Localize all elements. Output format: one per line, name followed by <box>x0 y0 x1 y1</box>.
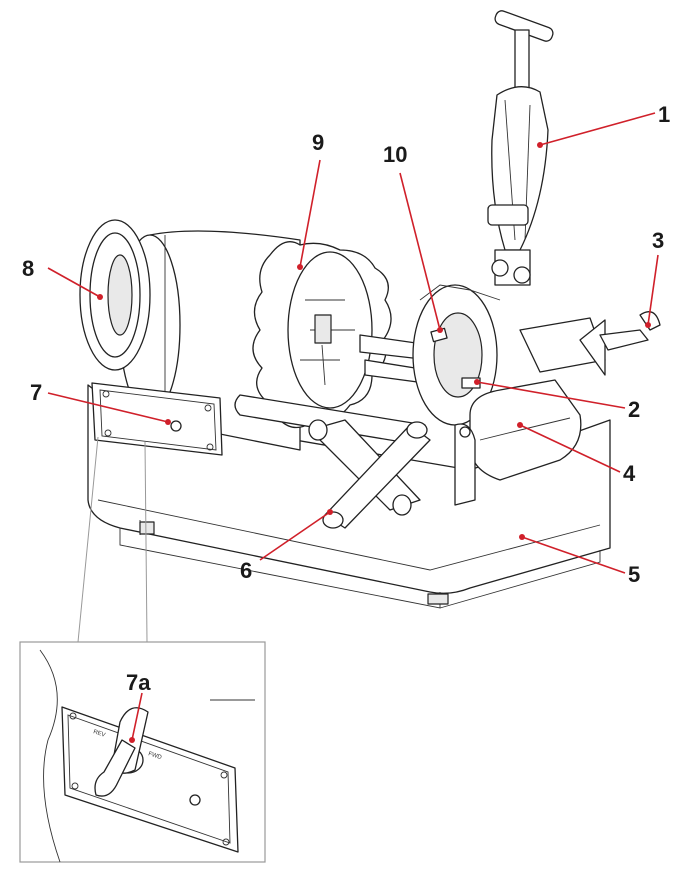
callout-10: 10 <box>383 142 407 167</box>
reamer <box>519 311 661 376</box>
carriage-handwheel <box>308 419 431 529</box>
front-chuck <box>412 284 501 426</box>
switch-detail-inset: REV FWD 7a <box>19 641 266 863</box>
callout-3: 3 <box>652 228 664 253</box>
callout-8: 8 <box>22 256 34 281</box>
rear-chuck <box>252 241 392 429</box>
callout-5: 5 <box>628 562 640 587</box>
carriage <box>454 379 582 506</box>
callout-1: 1 <box>658 102 670 127</box>
callout-7a: 7a <box>126 670 151 695</box>
callout-9: 9 <box>312 130 324 155</box>
callout-7: 7 <box>30 380 42 405</box>
pipe-cutter <box>487 10 554 286</box>
inset-switch-label-left: REV <box>92 729 106 739</box>
rear-wheel <box>79 219 151 371</box>
callout-leaders <box>47 112 659 574</box>
inset-connectors <box>77 436 148 643</box>
inset-switch-label-right: FWD <box>147 751 162 761</box>
callout-2: 2 <box>628 397 640 422</box>
feet <box>139 521 449 605</box>
callout-4: 4 <box>623 461 636 486</box>
callout-labels: 1 2 3 4 5 6 7 8 9 10 <box>22 102 670 587</box>
callout-6: 6 <box>240 558 252 583</box>
